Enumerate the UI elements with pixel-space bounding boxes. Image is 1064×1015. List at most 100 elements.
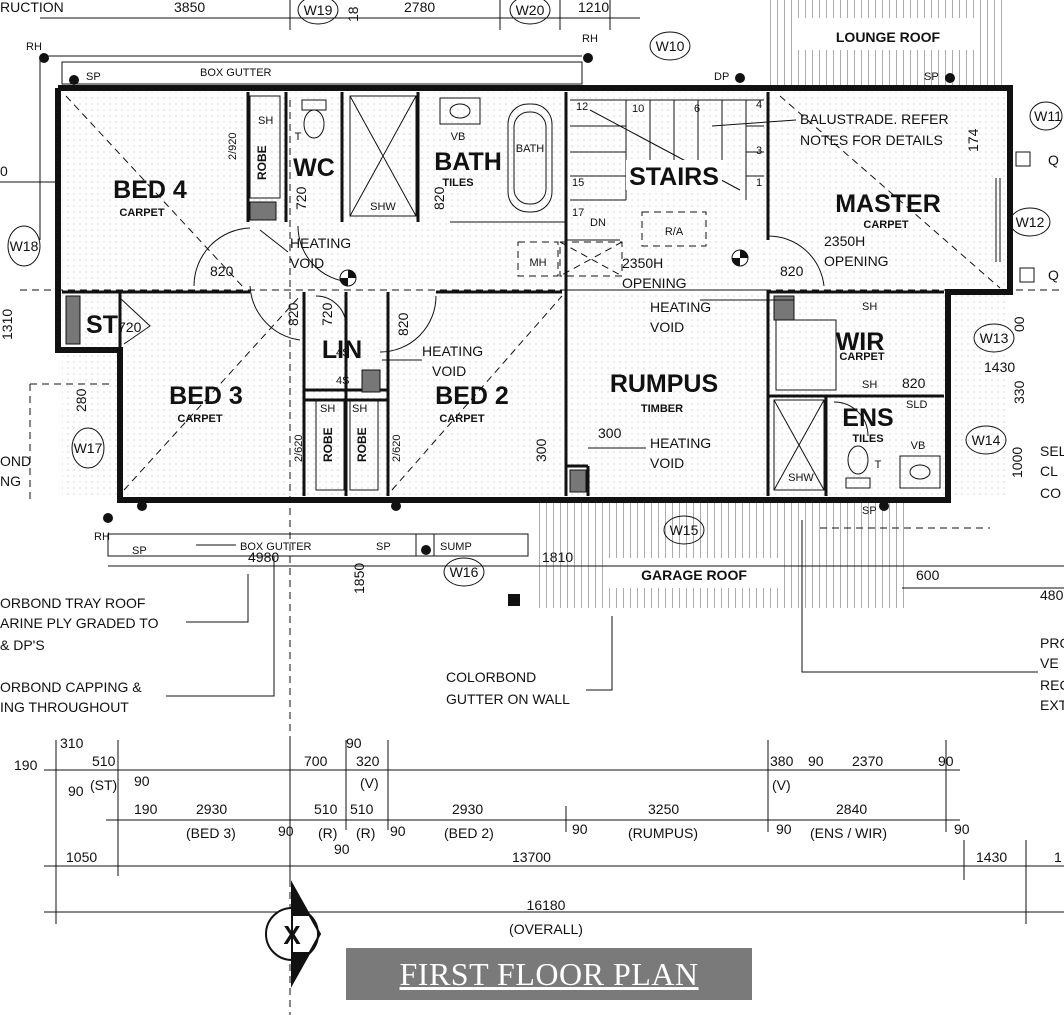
svg-text:NG: NG bbox=[0, 473, 21, 489]
bathtub-label: BATH bbox=[516, 143, 545, 155]
svg-text:W17: W17 bbox=[74, 440, 103, 456]
room-rumpus-finish: TIMBER bbox=[641, 403, 683, 415]
svg-text:510: 510 bbox=[314, 801, 338, 817]
svg-text:330: 330 bbox=[1011, 380, 1027, 404]
svg-text:SEL: SEL bbox=[1040, 443, 1064, 459]
box-gutter-bottom bbox=[107, 533, 529, 557]
svg-text:1210: 1210 bbox=[578, 0, 609, 15]
room-bath: BATH bbox=[434, 148, 502, 176]
svg-text:SP: SP bbox=[86, 71, 101, 83]
svg-text:RUCTION: RUCTION bbox=[0, 0, 64, 15]
svg-text:820: 820 bbox=[780, 263, 804, 279]
colorbond-note: COLORBOND bbox=[446, 669, 536, 685]
svg-text:SP: SP bbox=[862, 505, 877, 517]
svg-text:HEATING: HEATING bbox=[650, 299, 711, 315]
svg-text:90: 90 bbox=[808, 753, 824, 769]
svg-text:(V): (V) bbox=[772, 777, 791, 793]
svg-text:MH: MH bbox=[529, 257, 546, 269]
lounge-roof-label: LOUNGE ROOF bbox=[836, 29, 941, 45]
window-tags bbox=[7, 0, 1063, 587]
section-marker-label: X bbox=[283, 920, 301, 950]
room-bed3: BED 3 bbox=[169, 382, 243, 410]
svg-text:CO: CO bbox=[1040, 485, 1061, 501]
svg-text:VOID: VOID bbox=[650, 455, 684, 471]
svg-text:DP: DP bbox=[714, 71, 729, 83]
svg-text:13700: 13700 bbox=[512, 849, 551, 865]
svg-text:& DP'S: & DP'S bbox=[0, 637, 45, 653]
ens-vanity bbox=[899, 455, 941, 489]
svg-text:820: 820 bbox=[902, 375, 926, 391]
svg-text:2930: 2930 bbox=[196, 801, 227, 817]
svg-text:SH: SH bbox=[258, 115, 273, 127]
svg-text:190: 190 bbox=[134, 801, 158, 817]
svg-text:(BED 2): (BED 2) bbox=[444, 825, 494, 841]
svg-text:90: 90 bbox=[278, 823, 294, 839]
shower-ens bbox=[773, 399, 825, 491]
svg-text:4S: 4S bbox=[336, 375, 349, 387]
svg-text:W13: W13 bbox=[980, 330, 1009, 346]
svg-text:174: 174 bbox=[965, 128, 981, 152]
svg-text:380: 380 bbox=[770, 753, 794, 769]
svg-text:VE: VE bbox=[1040, 655, 1059, 671]
room-stairs: STAIRS bbox=[629, 163, 719, 191]
svg-text:17: 17 bbox=[572, 207, 584, 219]
opening-note-2: 2350H bbox=[824, 233, 865, 249]
svg-text:ING THROUGHOUT: ING THROUGHOUT bbox=[0, 699, 129, 715]
svg-text:90: 90 bbox=[68, 783, 84, 799]
svg-text:HEATING: HEATING bbox=[290, 235, 351, 251]
svg-text:510: 510 bbox=[92, 753, 116, 769]
svg-text:10: 10 bbox=[632, 103, 644, 115]
garage-roof-label-bg bbox=[608, 558, 782, 588]
svg-text:W12: W12 bbox=[1016, 214, 1045, 230]
svg-text:(OVERALL): (OVERALL) bbox=[509, 921, 583, 937]
svg-text:18: 18 bbox=[345, 6, 361, 22]
heating-void-notes: HEATING VOID HEATING VOID HEATING VOID H… bbox=[290, 235, 711, 471]
svg-text:820: 820 bbox=[395, 312, 411, 336]
svg-text:GUTTER ON WALL: GUTTER ON WALL bbox=[446, 691, 570, 707]
robes bbox=[249, 95, 837, 491]
svg-text:190: 190 bbox=[14, 757, 38, 773]
svg-text:1850: 1850 bbox=[351, 563, 367, 594]
svg-text:600: 600 bbox=[916, 567, 940, 583]
svg-text:W10: W10 bbox=[656, 38, 685, 54]
room-st: ST bbox=[86, 311, 118, 339]
section-marker: X bbox=[265, 880, 322, 988]
garage-roof-label: GARAGE ROOF bbox=[641, 567, 747, 583]
balustrade-note: BALUSTRADE. REFER bbox=[800, 111, 949, 127]
room-bed4-finish: CARPET bbox=[119, 207, 165, 219]
room-bed2: BED 2 bbox=[435, 382, 509, 410]
svg-text:T: T bbox=[875, 459, 882, 471]
box-gutter-bottom-label: BOX GUTTER bbox=[240, 541, 312, 553]
svg-text:W18: W18 bbox=[10, 238, 39, 254]
svg-text:1050: 1050 bbox=[66, 849, 97, 865]
room-ens-finish: TILES bbox=[852, 433, 883, 445]
svg-text:SP: SP bbox=[132, 545, 147, 557]
svg-text:6: 6 bbox=[694, 103, 700, 115]
svg-text:90: 90 bbox=[334, 841, 350, 857]
svg-text:W15: W15 bbox=[670, 522, 699, 538]
svg-text:SH: SH bbox=[862, 379, 877, 391]
svg-text:4980: 4980 bbox=[248, 549, 279, 565]
shower-bath bbox=[349, 95, 417, 217]
svg-text:820: 820 bbox=[210, 263, 234, 279]
top-dimension-line bbox=[40, 0, 640, 30]
svg-text:1430: 1430 bbox=[984, 359, 1015, 375]
heating-void-markers bbox=[65, 201, 795, 493]
svg-text:1: 1 bbox=[1054, 849, 1062, 865]
svg-text:1810: 1810 bbox=[542, 549, 573, 565]
floor-fill bbox=[62, 92, 1008, 496]
svg-text:R/A: R/A bbox=[665, 226, 684, 238]
robe-bed3: ROBE bbox=[321, 427, 335, 462]
svg-text:3850: 3850 bbox=[174, 0, 205, 15]
svg-text:280: 280 bbox=[73, 388, 89, 412]
svg-text:2840: 2840 bbox=[836, 801, 867, 817]
svg-text:RH: RH bbox=[582, 33, 598, 45]
svg-text:(BED 3): (BED 3) bbox=[186, 825, 236, 841]
sump-label: SUMP bbox=[440, 541, 472, 553]
svg-text:720: 720 bbox=[118, 319, 142, 335]
svg-text:720: 720 bbox=[319, 302, 335, 326]
heating-outlet-symbols bbox=[339, 249, 749, 287]
svg-text:2/920: 2/920 bbox=[227, 132, 239, 160]
svg-text:(RUMPUS): (RUMPUS) bbox=[628, 825, 698, 841]
svg-text:ORBOND TRAY ROOF: ORBOND TRAY ROOF bbox=[0, 595, 145, 611]
